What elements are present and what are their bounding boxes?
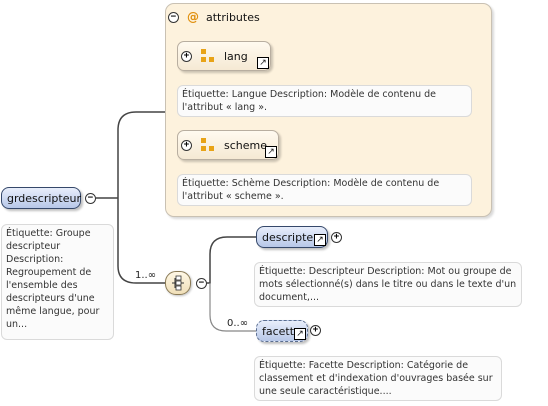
reference-link-icon[interactable]: ↗ [257,57,269,69]
attribute-scheme-doc: Étiquette: Schème Description: Modèle de… [177,174,472,206]
attribute-scheme[interactable]: + scheme ↗ [177,130,279,160]
element-name: facette [262,325,301,338]
sequence-icon [172,275,184,291]
attribute-icon: @ [187,10,199,24]
element-name: descripteur [262,231,325,244]
root-element-grdescripteur[interactable]: grdescripteur [1,187,81,209]
reference-link-icon[interactable]: ↗ [314,234,326,246]
attribute-name: lang [224,50,248,63]
attributes-header: − @ attributes [168,10,260,24]
root-element-doc: Étiquette: Groupe descripteur Descriptio… [1,224,114,340]
attribute-type-icon [201,138,215,152]
expand-icon[interactable]: + [181,140,192,151]
attribute-lang[interactable]: + lang ↗ [177,41,271,71]
attribute-name: scheme [224,139,268,152]
reference-link-icon[interactable]: ↗ [265,146,277,158]
element-facette[interactable]: facette ↗ [256,320,308,342]
collapse-icon[interactable]: − [85,193,96,204]
collapse-icon[interactable]: − [196,278,207,289]
sequence-multiplicity: 1..∞ [135,270,157,281]
expand-icon[interactable]: + [331,232,342,243]
collapse-icon[interactable]: − [168,11,179,23]
reference-link-icon[interactable]: ↗ [294,328,306,340]
attribute-type-icon [201,49,215,63]
element-descripteur-doc: Étiquette: Descripteur Description: Mot … [254,262,522,307]
sequence-compositor[interactable] [165,271,191,295]
element-descripteur[interactable]: descripteur ↗ [256,226,328,248]
expand-icon[interactable]: + [310,325,321,336]
element-facette-doc: Étiquette: Facette Description: Catégori… [254,356,502,401]
facette-multiplicity: 0..∞ [227,318,249,329]
expand-icon[interactable]: + [181,51,192,62]
attribute-lang-doc: Étiquette: Langue Description: Modèle de… [177,85,472,117]
attributes-label: attributes [206,10,260,24]
